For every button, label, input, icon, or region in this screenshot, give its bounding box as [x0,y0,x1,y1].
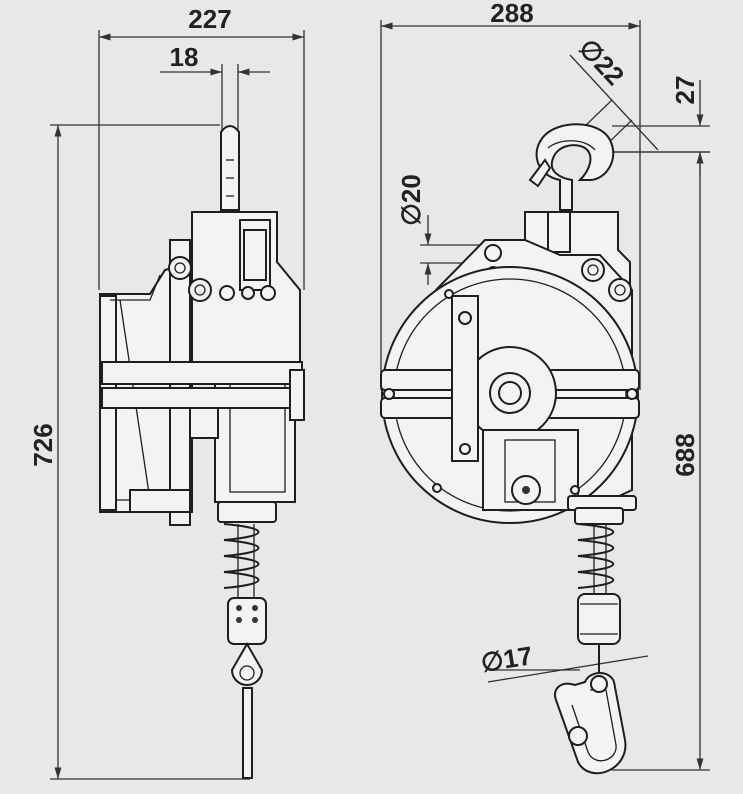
front-plate-hole [484,244,502,262]
front-slider [451,295,479,462]
side-spring [223,523,260,598]
width-front-label: 288 [490,0,533,28]
total-height-label: 726 [28,423,58,466]
hook-offset-label: 27 [670,76,700,105]
front-view [380,123,640,775]
side-band-2 [101,387,303,409]
side-motor-block [214,361,296,503]
carabiner-diameter-label: ∅17 [479,640,535,678]
front-spring [577,523,614,596]
side-band-1 [101,361,303,385]
side-rod [242,687,253,779]
width-side-label: 227 [188,4,231,34]
hook-diameter-label: ∅22 [573,33,630,91]
side-bolt-2 [188,278,212,302]
dimension-carabiner-diameter: ∅17 [479,640,649,683]
dimension-width-front: 288 [380,0,641,390]
front-rope-stop [577,593,621,645]
height-front-label: 688 [670,433,700,476]
front-hook [535,123,615,211]
side-thimble [230,641,264,686]
rope-width-label: 18 [170,42,199,72]
mount-hole-label: ∅20 [396,174,426,226]
side-bolt-1 [168,256,192,280]
dimension-total-height: 726 [28,124,250,780]
side-hanger-eye [220,125,240,211]
dimension-height-front: 688 [612,151,710,771]
dimension-width-side: 227 [98,4,305,290]
front-carabiner [554,672,627,775]
side-view [99,125,305,779]
front-pulley-box [482,429,579,511]
side-rope-stop [227,597,267,645]
dimension-rope-width: 18 [160,42,270,130]
